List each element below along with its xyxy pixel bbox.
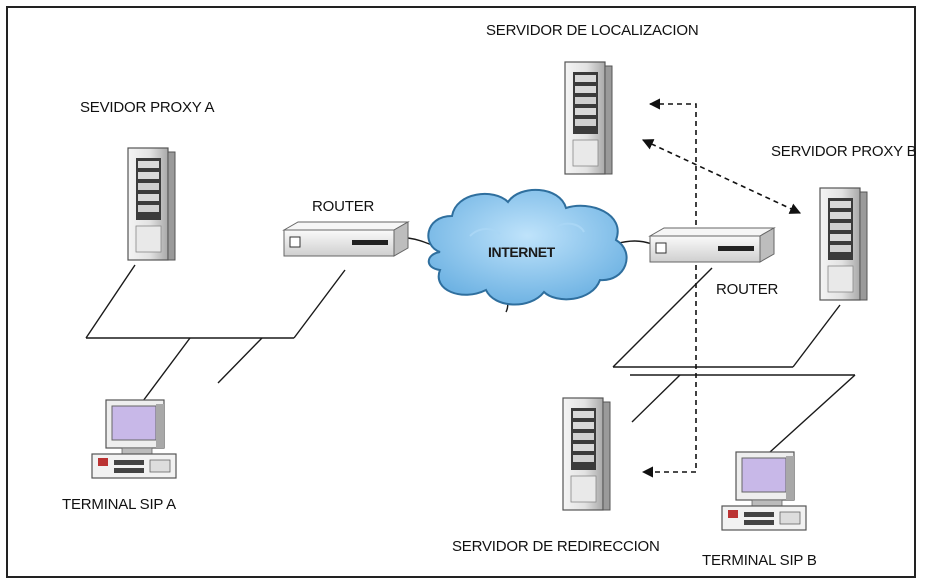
label-terminal-a: TERMINAL SIP A [62,496,176,513]
server-proxy-a [127,147,176,261]
label-router-left: ROUTER [312,198,375,215]
label-proxy-b: SERVIDOR PROXY B [771,143,917,160]
router-right [649,227,775,263]
internet-cloud [427,189,628,306]
label-terminal-b: TERMINAL SIP B [702,552,817,569]
signaling-arrows [641,98,802,478]
server-redireccion [562,397,611,511]
label-router-right: ROUTER [716,281,779,298]
server-proxy-b [819,187,868,301]
lan-lines-left [85,264,346,406]
server-localizacion [564,61,613,175]
workstation-terminal-b [721,451,807,531]
router-left [283,221,409,257]
label-internet: INTERNET [488,244,555,260]
label-proxy-a: SEVIDOR PROXY A [80,99,215,116]
label-redireccion: SERVIDOR DE REDIRECCION [452,538,660,555]
label-localizacion: SERVIDOR DE LOCALIZACION [486,22,699,39]
workstation-terminal-a [91,399,177,479]
